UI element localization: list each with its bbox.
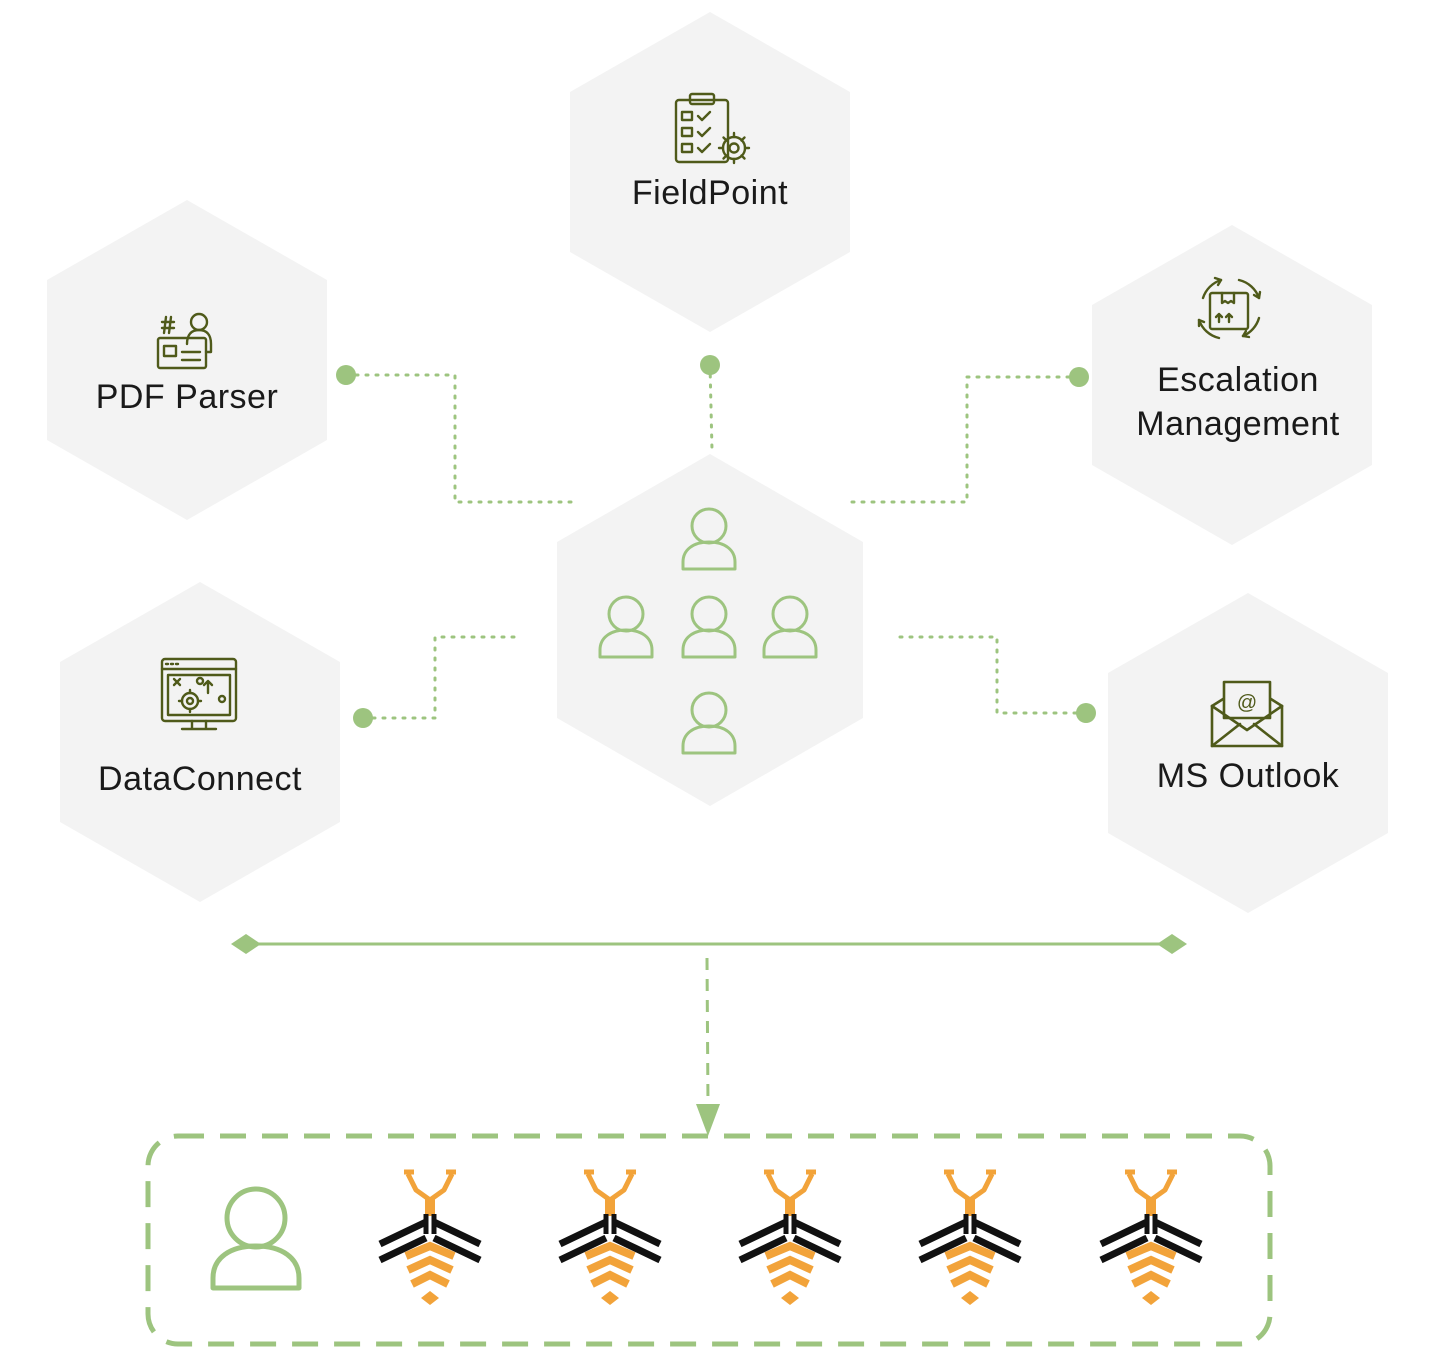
- connector-dot-ms-outlook: [1076, 703, 1096, 723]
- bee-icon-2: [560, 1172, 660, 1305]
- escalation-label-line2: Management: [1136, 405, 1340, 443]
- user-icon-left: [598, 595, 654, 659]
- connector-dot-fieldpoint: [700, 355, 720, 375]
- connector-dot-dataconnect: [353, 708, 373, 728]
- escalation-label-line1: Escalation: [1157, 361, 1319, 399]
- bee-icon-3: [740, 1172, 840, 1305]
- monitor-gear-icon: [160, 657, 238, 731]
- bee-icon-1: [380, 1172, 480, 1305]
- envelope-at-icon: @: [1210, 680, 1284, 748]
- dataconnect-label: DataConnect: [98, 760, 302, 798]
- box-cycle-icon: [1197, 276, 1262, 340]
- down-arrow-line: [705, 957, 710, 1106]
- bus-diamond-left: [231, 934, 261, 954]
- id-card-user-icon: [156, 312, 213, 370]
- connector-dataconnect: [361, 635, 522, 720]
- user-icon-top: [681, 507, 737, 571]
- connector-dot-escalation: [1069, 367, 1089, 387]
- bee-icon-5: [1101, 1172, 1201, 1305]
- ms-outlook-hexagon: [1108, 593, 1388, 913]
- fieldpoint-label: FieldPoint: [631, 174, 789, 212]
- ms-outlook-label: MS Outlook: [1156, 757, 1340, 795]
- user-icon-right: [762, 595, 818, 659]
- user-icon-bottom: [681, 691, 737, 755]
- escalation-hexagon: [1092, 225, 1372, 545]
- user-icon-middle: [681, 595, 737, 659]
- pdf-parser-label: PDF Parser: [95, 378, 279, 416]
- connector-pdf-parser: [344, 373, 577, 504]
- connector-escalation: [843, 375, 1081, 504]
- bottom-user-icon: [210, 1186, 302, 1291]
- fieldpoint-hexagon: [570, 12, 850, 332]
- bottom-group-box: [145, 1133, 1273, 1347]
- down-arrow-head: [696, 1104, 720, 1136]
- connector-ms-outlook: [898, 635, 1088, 715]
- svg-text:@: @: [1237, 692, 1257, 714]
- clipboard-gear-icon: [674, 92, 751, 165]
- dataconnect-hexagon: [60, 582, 340, 902]
- connector-fieldpoint: [708, 363, 714, 452]
- connector-dot-pdf-parser: [336, 365, 356, 385]
- bee-icon-4: [920, 1172, 1020, 1305]
- bus-diamond-right: [1157, 934, 1187, 954]
